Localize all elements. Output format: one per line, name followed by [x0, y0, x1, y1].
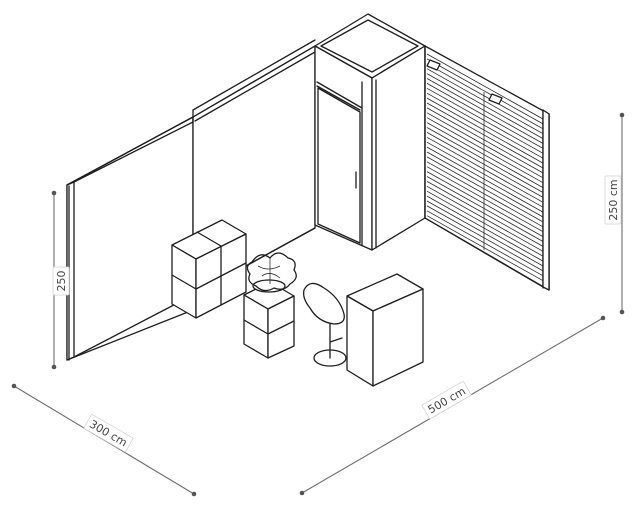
slat-line: [426, 136, 544, 203]
slat-line: [426, 176, 544, 242]
slat-line: [426, 97, 544, 164]
slat-line: [426, 151, 544, 218]
spot-light-icon: [426, 59, 441, 71]
slat-line: [426, 210, 544, 277]
spot-light-icon: [488, 93, 503, 105]
storage-module: [314, 13, 426, 251]
slatwall-panel: [424, 45, 550, 291]
slat-line: [426, 185, 544, 252]
slat-line: [426, 112, 544, 179]
dimension-height-right: 250 cm: [604, 112, 625, 315]
slat-line: [426, 102, 544, 169]
slat-line: [426, 190, 544, 257]
slat-line: [426, 161, 544, 228]
plant: [246, 252, 297, 293]
slat-line: [426, 63, 544, 130]
slat-line: [426, 127, 544, 193]
cube-shelf-front: [243, 281, 295, 359]
slat-line: [426, 156, 544, 223]
dimension-height-right-label: 250 cm: [607, 179, 620, 220]
dimension-width: 500 cm: [299, 315, 606, 496]
slat-line: [426, 141, 544, 208]
slat-line: [426, 181, 544, 247]
slat-line: [426, 146, 544, 213]
slat-line: [426, 83, 544, 149]
slat-line: [426, 171, 544, 237]
slat-line: [426, 195, 544, 262]
dimension-depth: 300 cm: [11, 383, 197, 497]
dimension-height-left: 250: [51, 190, 70, 370]
slat-line: [426, 200, 544, 267]
dimension-height-left-label: 250: [55, 271, 68, 292]
slat-line: [426, 53, 544, 120]
slat-line: [426, 68, 544, 135]
slat-line: [426, 92, 544, 159]
left-wall: [66, 116, 196, 361]
slat-line: [426, 215, 544, 282]
slat-line: [426, 107, 544, 174]
door: [317, 87, 361, 244]
slat-line: [426, 78, 544, 144]
slat-line: [426, 132, 544, 198]
chair: [302, 282, 347, 367]
slat-line: [426, 166, 544, 233]
slat-line: [426, 122, 544, 188]
counter: [346, 273, 424, 387]
slat-line: [426, 87, 544, 154]
slat-line: [426, 58, 544, 125]
slat-line: [426, 205, 544, 272]
slat-line: [426, 117, 544, 184]
cube-shelf-back: [171, 219, 247, 319]
slat-line: [426, 73, 544, 139]
